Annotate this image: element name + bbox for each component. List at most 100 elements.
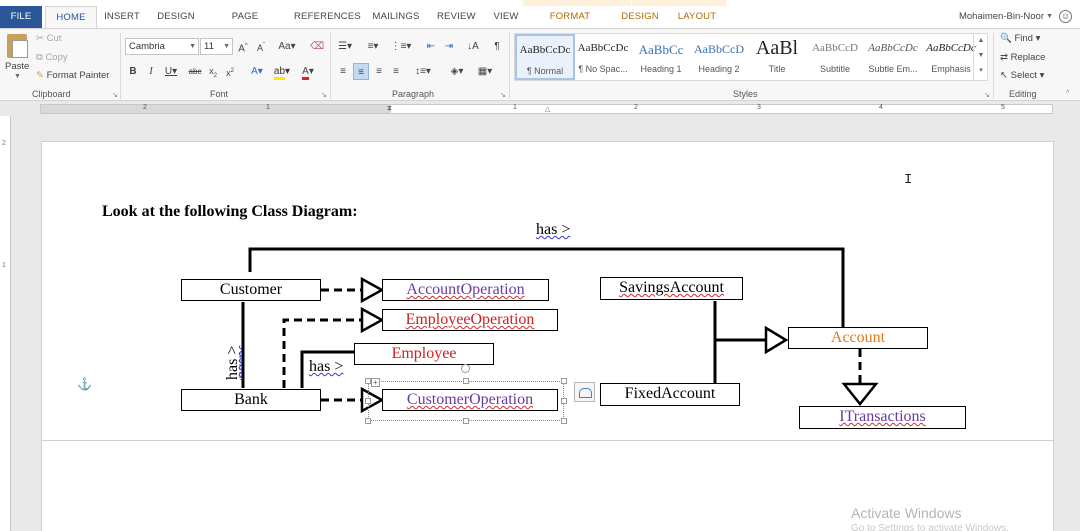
tab-review[interactable]: REVIEW [437, 11, 476, 22]
font-size-value: 11 [204, 41, 214, 52]
dialog-launcher-icon[interactable]: ↘ [112, 92, 118, 99]
copy-button[interactable]: ⧉ Copy [36, 52, 68, 63]
borders-button[interactable]: ▦▾ [477, 66, 493, 77]
align-left-button[interactable]: ≡ [340, 66, 346, 77]
tab-drawing-layout[interactable]: LAYOUT [677, 11, 717, 22]
highlight-color-button[interactable]: ab▾ [272, 63, 292, 80]
style-no-spacing[interactable]: AaBbCcDc¶ No Spac... [573, 34, 633, 80]
dialog-launcher-icon[interactable]: ↘ [984, 92, 990, 99]
move-handle-icon[interactable]: + [371, 378, 380, 387]
grow-font-button[interactable]: A^ [238, 43, 248, 55]
text-effects-button[interactable]: A▾ [251, 66, 263, 77]
tab-design[interactable]: DESIGN [157, 11, 195, 22]
collapse-ribbon-icon[interactable]: ^ [1066, 90, 1070, 97]
chevron-down-icon[interactable]: ▼ [1046, 13, 1053, 20]
resize-handle[interactable] [561, 378, 567, 384]
font-family-select[interactable]: Cambria▼ [125, 38, 199, 55]
has-label-vertical: has > [224, 345, 241, 380]
subscript-button[interactable]: x2 [209, 66, 217, 79]
resize-handle[interactable] [365, 398, 371, 404]
document-page-next[interactable] [41, 441, 1054, 531]
font-size-select[interactable]: 11▼ [200, 38, 233, 55]
replace-button[interactable]: ⇄ Replace [1000, 52, 1045, 63]
line-spacing-button[interactable]: ↕≡▾ [415, 66, 431, 77]
find-button[interactable]: 🔍 Find ▾ [1000, 33, 1041, 44]
class-employeeoperation[interactable]: EmployeeOperation [382, 309, 558, 331]
underline-button[interactable]: U▾ [164, 66, 178, 77]
center-button[interactable]: ≡ [353, 63, 369, 80]
resize-handle[interactable] [463, 378, 469, 384]
user-name[interactable]: Mohaimen-Bin-Noor [958, 11, 1044, 22]
group-label-styles: Styles [733, 89, 758, 99]
chevron-down-icon[interactable]: ▼ [14, 73, 21, 80]
italic-button[interactable]: I [149, 66, 153, 77]
selection-frame[interactable] [368, 381, 564, 421]
class-savingsaccount[interactable]: SavingsAccount [600, 277, 743, 300]
dialog-launcher-icon[interactable]: ↘ [500, 92, 506, 99]
class-accountoperation[interactable]: AccountOperation [382, 279, 549, 301]
tab-home[interactable]: HOME [45, 6, 97, 29]
class-customer[interactable]: Customer [181, 279, 321, 301]
horizontal-ruler[interactable]: 2 1 1 2 3 4 5 ⧗ △ [40, 104, 1053, 114]
numbering-button[interactable]: ≡▾ [367, 41, 379, 52]
shading-button[interactable]: ◈▾ [450, 66, 464, 77]
decrease-indent-button[interactable]: ⇤ [426, 41, 436, 52]
superscript-button[interactable]: x2 [226, 68, 234, 78]
class-customeroperation[interactable]: CustomerOperation [382, 389, 558, 411]
justify-button[interactable]: ≡ [393, 66, 399, 77]
tab-drawing-design[interactable]: DESIGN [621, 11, 659, 22]
strikethrough-button[interactable]: abc [188, 67, 202, 76]
tab-file[interactable]: FILE [0, 6, 42, 28]
select-button[interactable]: ↖ Select ▾ [1000, 70, 1045, 81]
resize-handle[interactable] [463, 418, 469, 424]
bullets-button[interactable]: ☰▾ [338, 41, 352, 52]
tab-mailings[interactable]: MAILINGS [372, 11, 420, 22]
rotate-handle-icon[interactable] [461, 364, 470, 373]
tab-marker-icon[interactable]: △ [545, 106, 551, 113]
class-bank[interactable]: Bank [181, 389, 321, 411]
show-marks-button[interactable]: ¶ [494, 41, 500, 52]
resize-handle[interactable] [561, 398, 567, 404]
vertical-ruler[interactable]: 2 1 [0, 116, 11, 531]
style-name: Heading 2 [698, 64, 740, 74]
bold-button[interactable]: B [129, 66, 137, 77]
resize-handle[interactable] [365, 378, 371, 384]
font-color-button[interactable]: A▾ [298, 63, 318, 80]
class-fixedaccount[interactable]: FixedAccount [600, 383, 740, 406]
tab-insert[interactable]: INSERT [104, 11, 140, 22]
feedback-smiley-icon[interactable]: ☺ [1059, 10, 1072, 23]
increase-indent-button[interactable]: ⇥ [444, 41, 454, 52]
sort-button[interactable]: ↓A [467, 41, 479, 52]
ruler-number: 2 [2, 140, 6, 147]
cut-button[interactable]: ✂ Cut [36, 33, 61, 44]
class-account[interactable]: Account [788, 327, 928, 349]
has-label-top: has > [536, 221, 571, 238]
indent-marker-icon[interactable]: ⧗ [387, 105, 392, 112]
change-case-button[interactable]: Aa▾ [278, 41, 296, 52]
tab-page-layout[interactable]: PAGE LAYOUT [226, 11, 264, 44]
paste-icon[interactable] [7, 34, 28, 58]
resize-handle[interactable] [561, 418, 567, 424]
tab-references[interactable]: REFERENCES [294, 11, 361, 22]
align-right-button[interactable]: ≡ [376, 66, 382, 77]
class-employee[interactable]: Employee [354, 343, 494, 365]
layout-options-icon[interactable] [574, 382, 595, 402]
paste-button[interactable]: Paste [5, 61, 30, 72]
style-normal[interactable]: AaBbCcDc¶ Normal [515, 34, 575, 80]
class-itransactions[interactable]: ITransactions [799, 406, 966, 429]
shrink-font-button[interactable]: Aˇ [256, 43, 265, 53]
multilevel-list-button[interactable]: ⋮≡▾ [390, 41, 412, 52]
styles-scroll[interactable]: ▲▼▾ [973, 33, 988, 81]
clear-formatting-icon[interactable]: ⌫ [310, 41, 325, 52]
format-painter-button[interactable]: ✎ Format Painter [36, 70, 109, 81]
dialog-launcher-icon[interactable]: ↘ [321, 92, 327, 99]
tab-format[interactable]: FORMAT [549, 11, 591, 22]
tab-view[interactable]: VIEW [493, 11, 519, 22]
resize-handle[interactable] [365, 418, 371, 424]
